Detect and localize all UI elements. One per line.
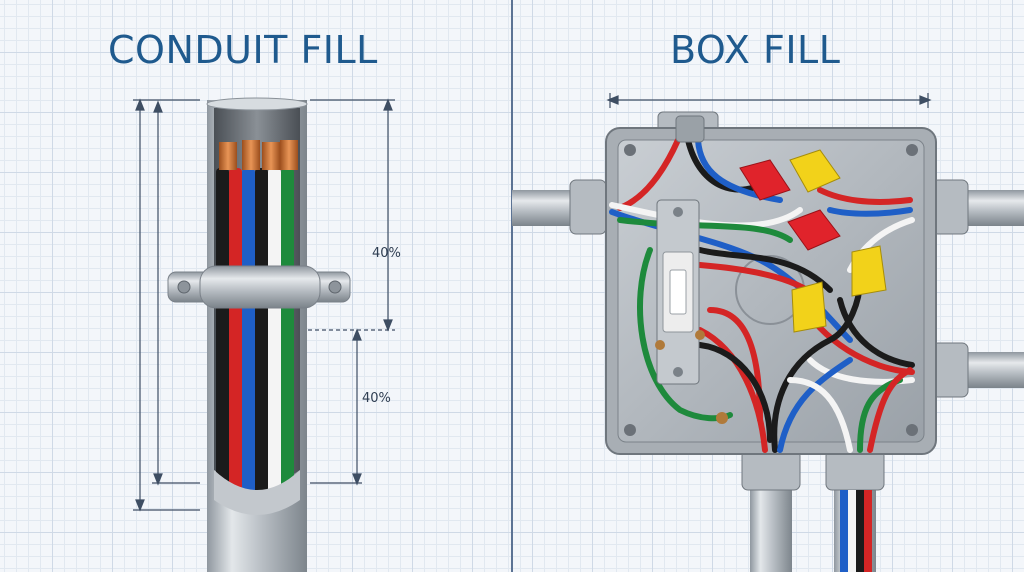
box-fill-title: BOX FILL <box>670 28 841 72</box>
dimension-lines <box>133 98 395 512</box>
conduit-wires <box>216 168 294 498</box>
conduit-fill-title: CONDUIT FILL <box>108 28 378 72</box>
light-switch <box>655 199 728 424</box>
copper-strands <box>219 140 298 170</box>
measure-label-top: 40% <box>372 246 401 261</box>
wire-connectors <box>739 149 887 333</box>
conduit: 40% 40% <box>133 97 401 572</box>
measure-label-bottom: 40% <box>362 391 391 406</box>
conduit-strap <box>167 265 351 309</box>
panel-divider <box>511 0 513 572</box>
junction-box <box>512 93 1024 572</box>
